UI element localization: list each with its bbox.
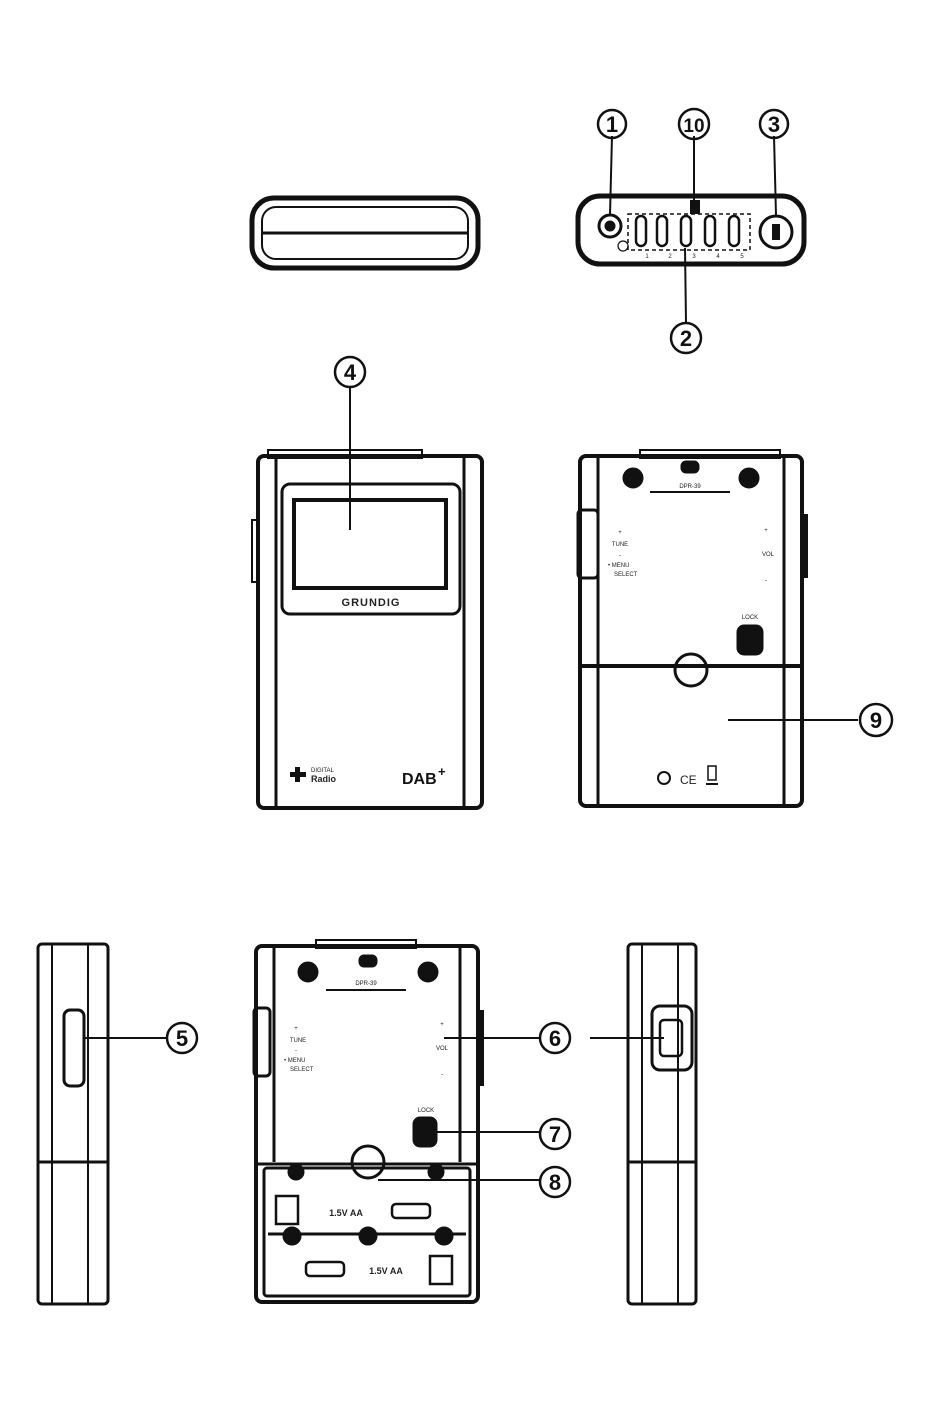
light-icon xyxy=(618,241,628,251)
callout-number-8: 8 xyxy=(549,1170,561,1195)
left-side-view xyxy=(38,944,108,1304)
callout-number-4: 4 xyxy=(344,360,357,385)
top-view-plain xyxy=(252,198,478,268)
lock-switch xyxy=(738,626,762,654)
preset-button xyxy=(636,216,646,246)
preset-number-4: 4 xyxy=(716,254,720,260)
preset-button xyxy=(705,216,715,246)
callout-number-5: 5 xyxy=(176,1026,188,1051)
model-label: DPR-39 xyxy=(355,981,377,987)
preset-number-1: 1 xyxy=(645,254,649,260)
digital-radio-logo: DIGITAL Radio xyxy=(290,767,337,784)
menu-label: • MENU xyxy=(284,1058,305,1064)
dab-plus-mark: + xyxy=(438,764,446,779)
tune-switch xyxy=(64,1010,84,1086)
tune-label: TUNE xyxy=(612,542,628,548)
model-label: DPR-39 xyxy=(679,484,701,490)
select-label: SELECT xyxy=(614,572,638,578)
vol-plus-label: + xyxy=(764,528,768,534)
lock-switch xyxy=(414,1118,436,1146)
menu-label: • MENU xyxy=(608,563,629,569)
callout-number-1: 1 xyxy=(606,112,618,137)
tune-plus-label: + xyxy=(618,530,622,536)
tune-minus-label: - xyxy=(295,1048,297,1054)
tune-minus-label: - xyxy=(619,553,621,559)
preset-button xyxy=(681,216,691,246)
vol-plus-label: + xyxy=(440,1022,444,1028)
back-view xyxy=(578,450,808,806)
ce-mark: CE xyxy=(680,773,697,787)
tune-plus-label: + xyxy=(294,1026,298,1032)
tune-label: TUNE xyxy=(290,1038,306,1044)
battery-label-top: 1.5V AA xyxy=(329,1208,363,1218)
callout-number-2: 2 xyxy=(680,326,692,351)
dab-logo: DAB xyxy=(402,771,437,788)
vol-label: VOL xyxy=(762,552,775,558)
lock-label: LOCK xyxy=(742,615,758,621)
right-side-view xyxy=(628,944,696,1304)
vol-minus-label: - xyxy=(765,578,767,584)
select-label: SELECT xyxy=(290,1067,314,1073)
preset-number-5: 5 xyxy=(740,254,744,260)
front-view xyxy=(252,450,482,808)
weee-bin-icon xyxy=(706,766,718,784)
battery-label-bottom: 1.5V AA xyxy=(369,1266,403,1276)
callout-number-6: 6 xyxy=(549,1026,561,1051)
top-view-controls xyxy=(578,196,804,264)
preset-number-2: 2 xyxy=(668,254,672,260)
display-frame xyxy=(282,484,460,614)
callout-number-10: 10 xyxy=(683,116,704,137)
callout-number-7: 7 xyxy=(549,1122,561,1147)
svg-text:Radio: Radio xyxy=(311,774,337,784)
vol-minus-label: - xyxy=(441,1072,443,1078)
vol-label: VOL xyxy=(436,1046,449,1052)
callout-number-3: 3 xyxy=(768,112,780,137)
preset-button xyxy=(729,216,739,246)
brand-logo: GRUNDIG xyxy=(342,597,401,609)
lock-label: LOCK xyxy=(418,1108,434,1114)
callout-number-9: 9 xyxy=(870,708,882,733)
lcd-display xyxy=(294,500,446,588)
open-back-view xyxy=(254,940,484,1302)
preset-number-3: 3 xyxy=(692,254,696,260)
preset-button xyxy=(657,216,667,246)
